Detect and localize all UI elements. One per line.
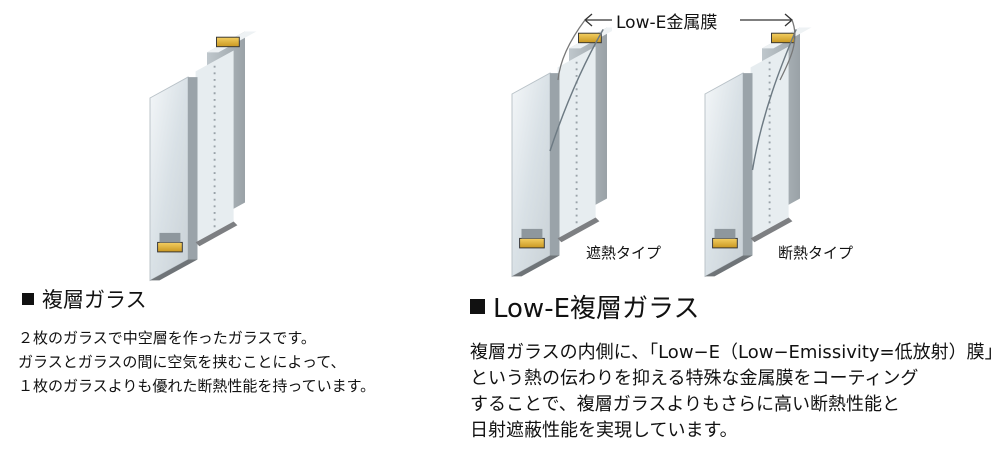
description-line: ２枚のガラスで中空層を作ったガラスです。 — [18, 329, 316, 347]
description-line: 日射遮蔽性能を実現しています。 — [470, 420, 738, 441]
square-bullet-icon — [22, 293, 34, 305]
heat-shield-glass-unit — [511, 26, 620, 278]
heat-insulation-type-caption: 断熱タイプ — [778, 244, 854, 262]
low-e-glass-title: Low-E複層ガラス — [493, 294, 700, 324]
square-bullet-icon — [470, 299, 485, 314]
glass-illustrations — [149, 13, 813, 282]
low-e-glass-description: 複層ガラスの内側に、「Low−E（Low−Emissivity=低放射）膜」 と… — [470, 340, 1000, 444]
description-line: ガラスとガラスの間に空気を挟むことによって、 — [18, 353, 346, 371]
description-line: １枚のガラスよりも優れた断熱性能を持っています。 — [18, 377, 376, 395]
low-e-glass-heading: Low-E複層ガラス — [470, 288, 700, 325]
double-glass-heading: 複層ガラス — [22, 284, 147, 314]
heat-shield-type-caption: 遮熱タイプ — [586, 244, 662, 262]
description-line: することで、複層ガラスよりもさらに高い断熱性能と — [470, 394, 901, 415]
double-glass-unit — [149, 30, 258, 282]
membrane-pointer — [557, 13, 796, 81]
heat-insulation-glass-unit — [704, 26, 813, 278]
description-line: という熱の伝わりを抑える特殊な金属膜をコーティング — [470, 368, 919, 389]
description-line: 複層ガラスの内側に、「Low−E（Low−Emissivity=低放射）膜」 — [470, 342, 1000, 363]
low-e-membrane-label: Low-E金属膜 — [612, 8, 722, 33]
double-glass-title: 複層ガラス — [42, 288, 147, 312]
double-glass-description: ２枚のガラスで中空層を作ったガラスです。 ガラスとガラスの間に空気を挟むことによ… — [18, 326, 375, 398]
